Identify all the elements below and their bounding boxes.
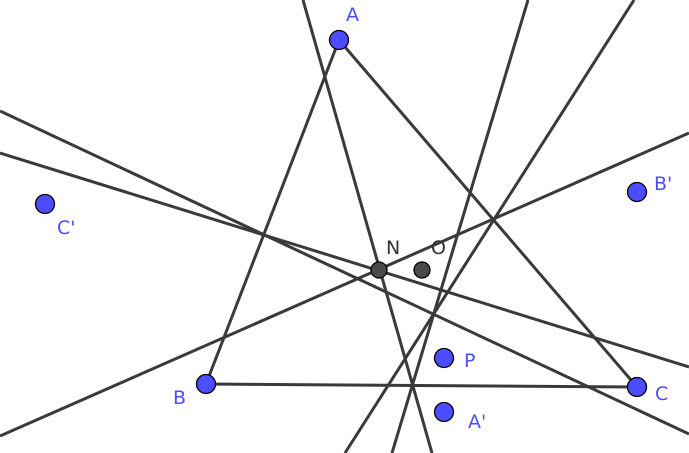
line-steep-rising-right[interactable] xyxy=(343,0,636,453)
label-a-prime: A' xyxy=(468,411,486,433)
label-b-prime: B' xyxy=(654,173,672,195)
label-b: B xyxy=(173,387,186,409)
triangle-sides xyxy=(204,39,639,389)
point-c[interactable] xyxy=(626,376,648,398)
side-bc[interactable] xyxy=(205,382,638,389)
line-shallow-lower[interactable] xyxy=(0,151,689,369)
side-ac[interactable] xyxy=(337,39,639,388)
point-a-prime[interactable] xyxy=(433,401,455,423)
points xyxy=(34,29,648,423)
line-rising-through-n[interactable] xyxy=(0,131,689,438)
line-shallow-upper[interactable] xyxy=(0,109,689,436)
point-n[interactable] xyxy=(370,261,388,279)
point-o[interactable] xyxy=(413,261,431,279)
line-steep-rising-left[interactable] xyxy=(390,0,530,453)
point-b[interactable] xyxy=(195,373,217,395)
label-p: P xyxy=(464,350,475,372)
line-steep-through-n[interactable] xyxy=(301,0,434,453)
label-a: A xyxy=(346,4,359,26)
point-a[interactable] xyxy=(328,29,350,51)
label-n: N xyxy=(386,237,400,259)
label-c-prime: C' xyxy=(57,217,76,239)
point-p[interactable] xyxy=(433,347,455,369)
side-ab[interactable] xyxy=(204,39,341,385)
label-o: O xyxy=(431,237,446,259)
point-c-prime[interactable] xyxy=(34,193,56,215)
point-labels: A B C A' B' C' P N O xyxy=(57,4,672,433)
point-b-prime[interactable] xyxy=(626,181,648,203)
label-c: C xyxy=(655,383,668,405)
